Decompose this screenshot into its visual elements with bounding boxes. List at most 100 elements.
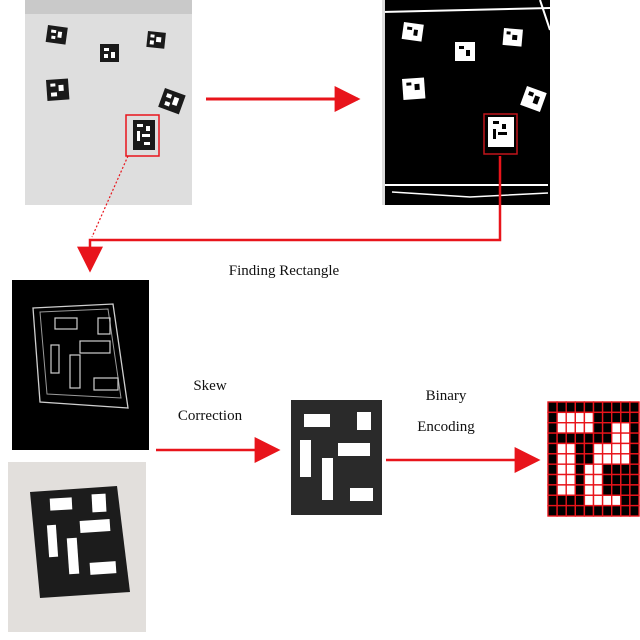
grid-cell [629, 432, 640, 445]
grid-cell [611, 484, 622, 496]
grid-cell [565, 422, 577, 434]
grid-cell [547, 422, 558, 434]
grid-cell [611, 422, 622, 434]
grid-cell [601, 473, 613, 486]
grid-cell [620, 494, 631, 507]
photo-marker [46, 78, 70, 101]
grid-cell [565, 442, 577, 455]
grid-cell [592, 463, 604, 476]
grid-cell [547, 494, 558, 507]
grid-cell [583, 442, 595, 455]
grid-cell [574, 463, 586, 476]
threshold-image [381, 0, 551, 205]
grid-cell [629, 473, 640, 486]
grid-cell [611, 473, 622, 486]
grid-cell [629, 463, 640, 476]
photo-marker [45, 25, 68, 45]
grid-cell [620, 473, 631, 486]
grid-cell [601, 411, 613, 424]
grid-cell [629, 442, 640, 455]
grid-cell [574, 453, 586, 465]
grid-cell [583, 473, 595, 486]
binary-label-line1: Binary [426, 388, 467, 404]
grid-cell [592, 401, 604, 414]
threshold-marker [402, 77, 426, 100]
grid-cell [547, 453, 558, 465]
grid-cell [547, 401, 558, 414]
grid-cell [583, 494, 595, 507]
grid-cell [574, 432, 586, 445]
grid-cell [547, 473, 558, 486]
skew-label-line1: Skew [193, 378, 227, 394]
threshold-marker [488, 117, 514, 147]
grid-cell [629, 422, 640, 434]
grid-cell [574, 442, 586, 455]
grid-cell [601, 484, 613, 496]
grid-cell [611, 411, 622, 424]
threshold-marker [455, 42, 475, 61]
grid-cell [611, 453, 622, 465]
grid-cell [574, 484, 586, 496]
photo-marker [158, 88, 186, 115]
skewed-marker-photo [8, 462, 146, 632]
grid-cell [620, 401, 631, 414]
grid-cell [565, 432, 577, 445]
grid-cell [601, 432, 613, 445]
grid-cell [620, 442, 631, 455]
grid-cell [611, 442, 622, 455]
grid-cell [565, 494, 577, 507]
grid-cell [574, 401, 586, 414]
grid-cell [547, 411, 558, 424]
grid-cell [620, 453, 631, 465]
grid-cell [601, 453, 613, 465]
grid-cell [611, 494, 622, 507]
grid-cell [592, 432, 604, 445]
grid-cell [556, 442, 567, 455]
source-photo [25, 0, 192, 205]
skew-label-line2: Correction [178, 408, 243, 424]
grid-cell [611, 401, 622, 414]
grid-cell [583, 411, 595, 424]
grid-cell [592, 473, 604, 486]
grid-cell [565, 401, 577, 414]
grid-cell [565, 504, 577, 517]
grid-cell [574, 473, 586, 486]
grid-cell [620, 432, 631, 445]
grid-cell [556, 504, 567, 517]
grid-cell [556, 401, 567, 414]
grid-cell [629, 504, 640, 517]
grid-cell [565, 463, 577, 476]
grid-cell [547, 484, 558, 496]
grid-cell [592, 422, 604, 434]
grid-cell [583, 463, 595, 476]
grid-cell [583, 422, 595, 434]
grid-cell [592, 411, 604, 424]
threshold-marker [502, 28, 523, 47]
grid-cell [592, 494, 604, 507]
grid-cell [583, 504, 595, 517]
grid-cell [601, 463, 613, 476]
grid-cell [583, 453, 595, 465]
grid-cell [556, 453, 567, 465]
grid-cell [601, 504, 613, 517]
binary-label-line2: Encoding [417, 419, 475, 435]
threshold-selection-box [483, 113, 518, 155]
contour-image [12, 280, 149, 450]
grid-cell [556, 484, 567, 496]
grid-cell [565, 484, 577, 496]
threshold-marker [401, 22, 424, 42]
grid-cell [556, 432, 567, 445]
grid-cell [620, 504, 631, 517]
grid-cell [565, 453, 577, 465]
grid-cell [547, 504, 558, 517]
grid-cell [620, 411, 631, 424]
grid-cell [565, 473, 577, 486]
grid-cell [611, 463, 622, 476]
grid-cell [601, 494, 613, 507]
threshold-marker [520, 86, 547, 112]
grid-cell [629, 453, 640, 465]
grid-cell [620, 422, 631, 434]
corrected-marker [291, 400, 382, 515]
grid-cell [592, 442, 604, 455]
